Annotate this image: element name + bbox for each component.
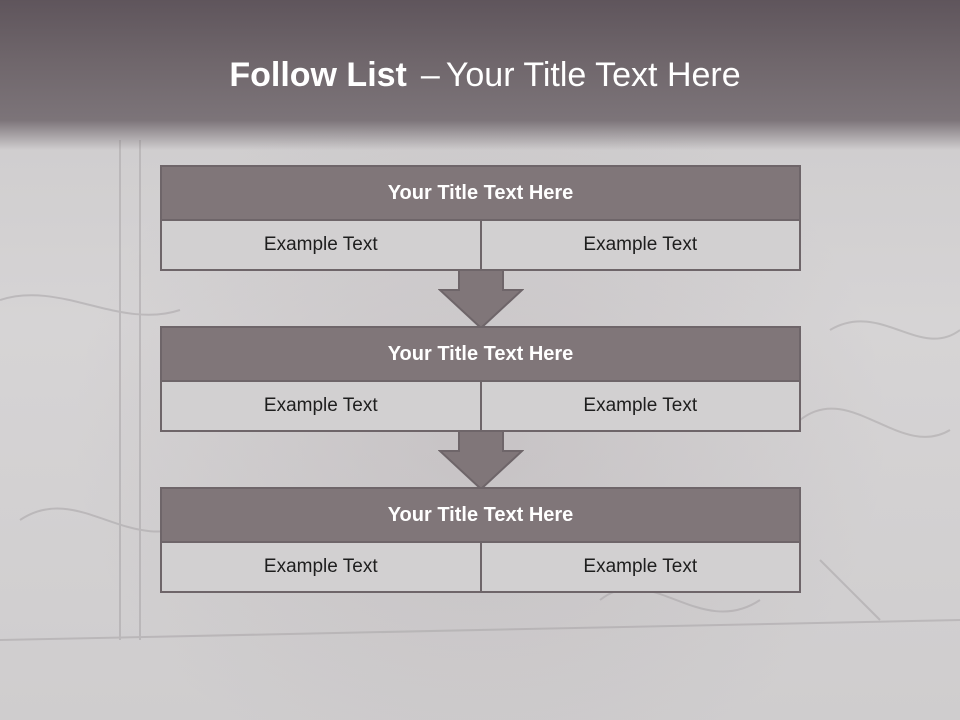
step-title: Your Title Text Here — [160, 165, 801, 221]
title-subtitle: Your Title Text Here — [445, 56, 741, 94]
step-title: Your Title Text Here — [160, 326, 801, 382]
step-row: Example Text Example Text — [160, 543, 801, 593]
step-cell-right: Example Text — [481, 382, 801, 432]
step-title: Your Title Text Here — [160, 487, 801, 543]
slide-header — [0, 0, 960, 150]
down-arrow-icon — [438, 270, 524, 330]
step-cell-left: Example Text — [160, 382, 482, 432]
step-cell-right: Example Text — [481, 543, 801, 593]
step-cell-right: Example Text — [481, 221, 801, 271]
step-block-1: Your Title Text Here Example Text Exampl… — [160, 165, 801, 271]
down-arrow-icon — [438, 431, 524, 491]
step-row: Example Text Example Text — [160, 382, 801, 432]
slide-title: Follow List–Your Title Text Here — [0, 52, 960, 98]
step-block-2: Your Title Text Here Example Text Exampl… — [160, 326, 801, 432]
step-block-3: Your Title Text Here Example Text Exampl… — [160, 487, 801, 593]
step-cell-left: Example Text — [160, 221, 482, 271]
title-separator: – — [420, 56, 440, 94]
title-bold: Follow List — [229, 56, 407, 94]
step-cell-left: Example Text — [160, 543, 482, 593]
step-row: Example Text Example Text — [160, 221, 801, 271]
